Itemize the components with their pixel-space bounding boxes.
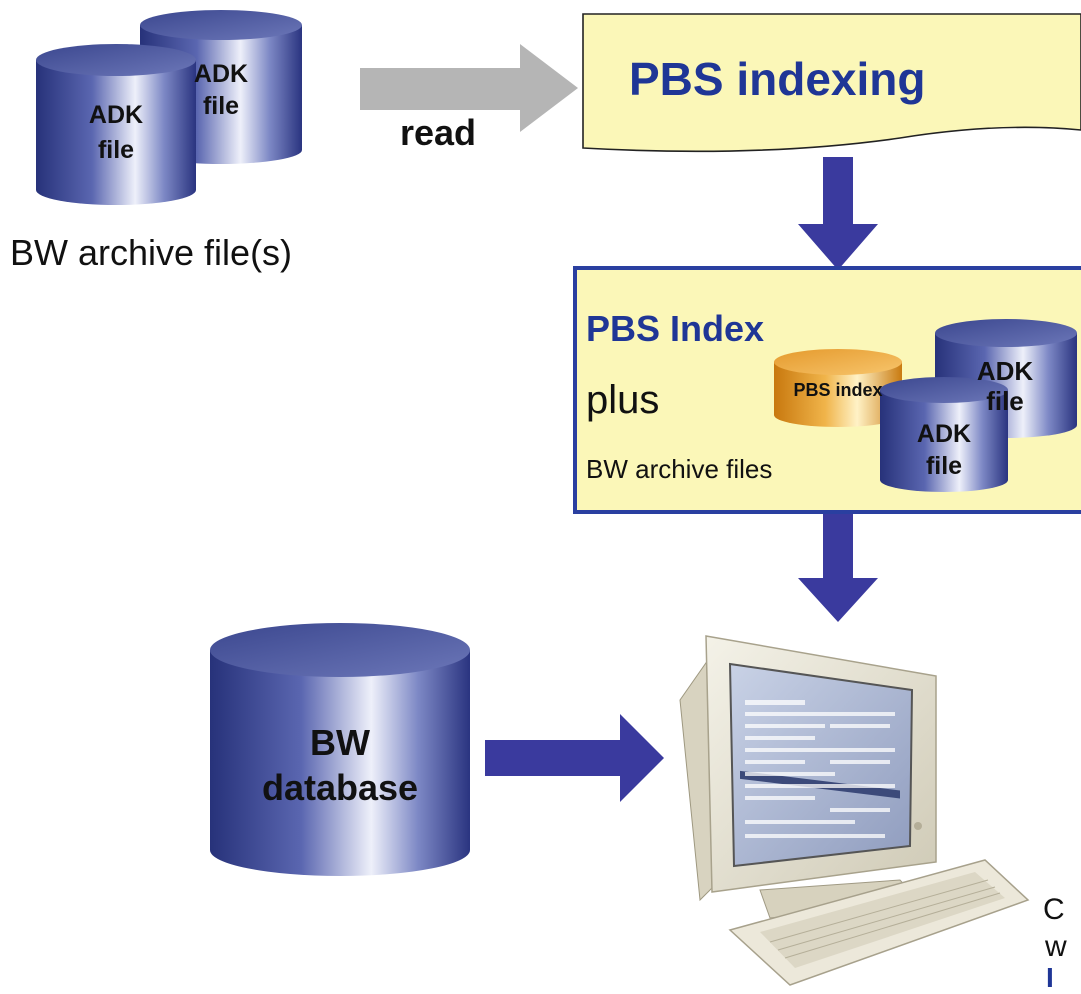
partial-text-line2: w — [1045, 930, 1067, 963]
index-adk-front-line1: ADK — [916, 420, 972, 448]
down-arrow-2 — [798, 514, 878, 622]
bw-database-cylinder — [210, 623, 470, 876]
index-adk-back-line1: ADK — [976, 356, 1034, 386]
adk-back-line2: file — [202, 92, 240, 120]
adk-file-cylinder-index-front — [880, 377, 1008, 492]
adk-back-label: ADK file — [180, 58, 262, 122]
index-adk-front-label: ADK file — [900, 418, 988, 482]
adk-front-line1: ADK — [88, 101, 144, 129]
pbs-index-cylinder — [774, 349, 902, 427]
bw-database-line1: BW — [310, 722, 370, 763]
pbs-index-title: PBS Index — [586, 308, 765, 349]
adk-front-label: ADK file — [66, 98, 166, 168]
index-adk-back-label: ADK file — [960, 356, 1050, 416]
bw-database-label: BW database — [230, 720, 450, 810]
pbs-index-subtitle: BW archive files — [586, 454, 773, 484]
index-adk-front-line2: file — [925, 452, 963, 480]
pbs-index-plus: plus — [586, 378, 660, 422]
adk-back-line1: ADK — [193, 60, 249, 88]
pbs-index-cylinder-label: PBS index — [793, 380, 883, 400]
read-label: read — [400, 112, 477, 153]
read-arrow — [360, 44, 578, 132]
database-arrow — [485, 714, 664, 802]
partial-text-line1: C — [1043, 893, 1065, 926]
adk-front-line2: file — [97, 136, 135, 164]
computer-icon — [679, 635, 1030, 986]
partial-text-line3: I — [1046, 962, 1054, 993]
pbs-indexing-banner — [582, 13, 1081, 153]
index-adk-back-line2: file — [986, 386, 1024, 416]
down-arrow-1 — [798, 157, 878, 270]
archive-caption: BW archive file(s) — [10, 232, 293, 273]
adk-file-cylinder-front — [36, 44, 196, 205]
pbs-indexing-title: PBS indexing — [629, 53, 926, 105]
bw-database-line2: database — [261, 767, 419, 808]
